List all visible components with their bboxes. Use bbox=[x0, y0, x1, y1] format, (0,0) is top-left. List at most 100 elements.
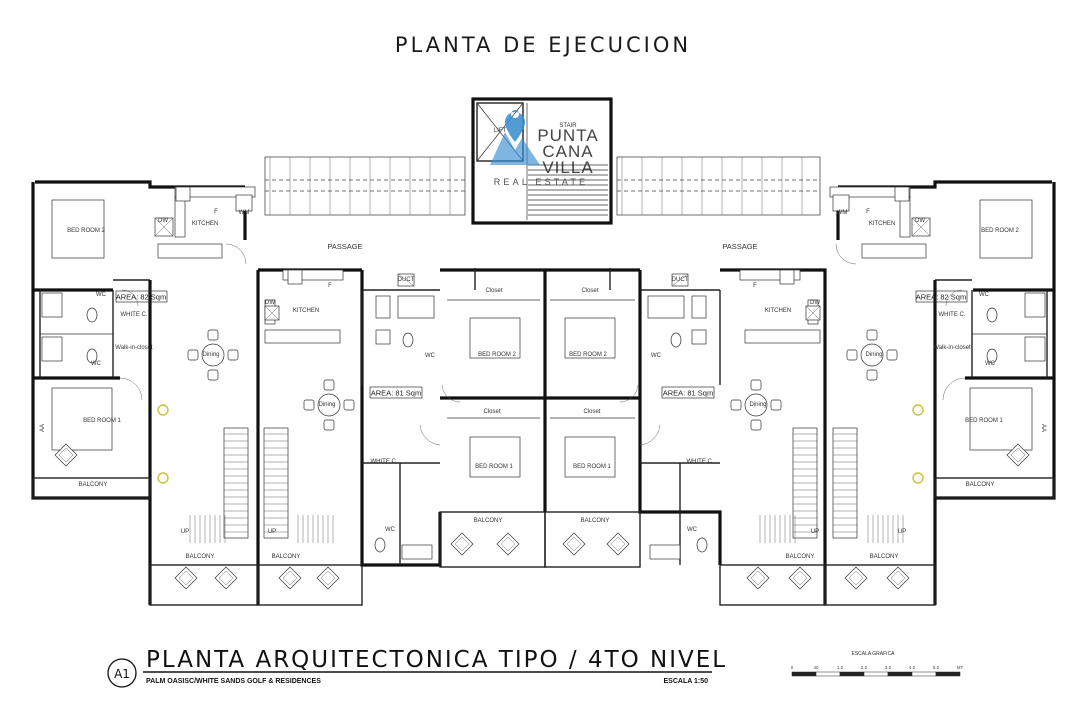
dining-table bbox=[201, 343, 225, 367]
label-f: F bbox=[214, 209, 218, 215]
scale-segment bbox=[911, 671, 937, 677]
dining-chair bbox=[207, 329, 219, 341]
label-closet: Closet bbox=[483, 409, 500, 415]
dining-chair bbox=[303, 399, 315, 411]
kitchen-fixtures bbox=[154, 186, 931, 344]
dining-chair bbox=[750, 419, 762, 431]
dining-chair bbox=[343, 399, 355, 411]
lounge-chair bbox=[746, 566, 770, 590]
label-dining: Dining bbox=[202, 352, 219, 358]
dining-chair bbox=[866, 369, 878, 381]
lounge-chair-cushion bbox=[1010, 447, 1026, 463]
dining-chair bbox=[886, 349, 898, 361]
label-bed-room-2: BED ROOM 2 bbox=[569, 352, 607, 358]
scale-tick-label: 0 bbox=[791, 665, 794, 670]
drawing-scale: ESCALA 1:50 bbox=[664, 678, 709, 685]
scale-tick-label: 5.0 bbox=[933, 665, 940, 670]
label-f: F bbox=[328, 283, 332, 289]
label-bed-room-1: BED ROOM 1 bbox=[573, 464, 611, 470]
dining-chair bbox=[730, 399, 742, 411]
lounge-chair-cushion bbox=[792, 570, 808, 586]
dining-chair bbox=[323, 419, 335, 431]
label-balcony: BALCONY bbox=[79, 482, 108, 488]
scale-segment bbox=[791, 671, 817, 677]
label-dw: DW bbox=[810, 300, 820, 306]
label-wc: WC bbox=[425, 353, 436, 359]
lounge-chair-cushion bbox=[566, 536, 582, 552]
scale-tick-label: MT bbox=[957, 665, 964, 670]
label-aa: AA bbox=[1040, 424, 1046, 432]
lounge-chair-cushion bbox=[610, 536, 626, 552]
label-balcony: BALCONY bbox=[966, 482, 995, 488]
lounge-chair bbox=[278, 566, 302, 590]
lounge-chair-cushion bbox=[890, 570, 906, 586]
label-bed-room-1: BED ROOM 1 bbox=[475, 464, 513, 470]
label-up: UP bbox=[181, 529, 189, 535]
lounge-chair-cushion bbox=[750, 570, 766, 586]
label-wc: WC bbox=[687, 527, 698, 533]
dining-chair bbox=[770, 399, 782, 411]
label-bed-room-1: BED ROOM 1 bbox=[965, 418, 1003, 424]
page-title: PLANTA DE EJECUCION bbox=[395, 33, 691, 57]
title-block: A1 PLANTA ARQUITECTONICA TIPO / 4TO NIVE… bbox=[107, 647, 727, 688]
label-up: UP bbox=[811, 529, 819, 535]
drawing-title: PLANTA ARQUITECTONICA TIPO / 4TO NIVEL bbox=[146, 647, 727, 673]
label-up: UP bbox=[268, 529, 276, 535]
label-balcony: BALCONY bbox=[186, 554, 215, 560]
label-dining: Dining bbox=[318, 402, 335, 408]
scale-tick-label: 1.0 bbox=[837, 665, 844, 670]
project-name: PALM OASISC/WHITE SANDS GOLF & RESIDENCE… bbox=[146, 678, 321, 685]
dining-chair bbox=[187, 349, 199, 361]
lounge-chair bbox=[214, 566, 238, 590]
scale-tick-label: 40 bbox=[813, 665, 819, 670]
terrace-railings bbox=[264, 156, 821, 216]
label-kitchen: KITCHEN bbox=[293, 308, 319, 314]
watermark-line-1: PUNTA bbox=[537, 126, 598, 145]
label-wc: WC bbox=[96, 292, 107, 298]
dining-chair bbox=[750, 379, 762, 391]
label-up: UP bbox=[898, 529, 906, 535]
lounge-chair bbox=[316, 566, 340, 590]
lounge-chair bbox=[1006, 443, 1030, 467]
scale-segment bbox=[839, 671, 865, 677]
lift-label: LIFT bbox=[494, 128, 507, 134]
stair-label: STAIR bbox=[559, 123, 577, 129]
scale-tick-label: 2.0 bbox=[861, 665, 868, 670]
label-wc: WC bbox=[985, 361, 996, 367]
map-pin-icon bbox=[505, 110, 525, 142]
area-tag-inner-left: AREA: 81 Sqm bbox=[371, 389, 421, 398]
lounge-chair-cushion bbox=[320, 570, 336, 586]
dining-chair bbox=[207, 369, 219, 381]
scale-segment bbox=[815, 671, 841, 677]
label-closet: Closet bbox=[485, 288, 502, 294]
room-labels: PASSAGE PASSAGE KITCHEN KITCHEN KITCHEN … bbox=[40, 209, 1046, 560]
lounge-chair-cushion bbox=[218, 570, 234, 586]
label-white-c: WHITE C. bbox=[939, 312, 966, 318]
label-wc: WC bbox=[385, 527, 396, 533]
lounge-chair bbox=[450, 532, 474, 556]
lounge-chair bbox=[54, 443, 78, 467]
mountain-logo-icon bbox=[490, 132, 540, 165]
lounge-chair bbox=[844, 566, 868, 590]
sheet-id: A1 bbox=[114, 667, 130, 681]
label-f: F bbox=[866, 209, 870, 215]
label-white-c: WHITE C. bbox=[687, 459, 714, 465]
label-kitchen: KITCHEN bbox=[869, 221, 895, 227]
label-bed-room-2: BED ROOM 2 bbox=[67, 228, 105, 234]
lounge-chair-cushion bbox=[454, 536, 470, 552]
lounge-chair bbox=[606, 532, 630, 556]
label-passage-left: PASSAGE bbox=[327, 242, 362, 251]
label-walk-in-closet: Walk-in-closet bbox=[933, 345, 971, 351]
label-balcony: BALCONY bbox=[786, 554, 815, 560]
label-wc: WC bbox=[979, 292, 990, 298]
bedroom-furniture bbox=[51, 199, 1033, 478]
column-markers bbox=[157, 404, 924, 484]
watermark-line-3: VILLA bbox=[542, 158, 593, 177]
balcony-chairs bbox=[54, 443, 1030, 590]
label-dw: DW bbox=[915, 218, 925, 224]
scale-tick-label: 3.0 bbox=[885, 665, 892, 670]
label-wc: WC bbox=[651, 353, 662, 359]
label-dining: Dining bbox=[865, 352, 882, 358]
scale-segment bbox=[887, 671, 913, 677]
